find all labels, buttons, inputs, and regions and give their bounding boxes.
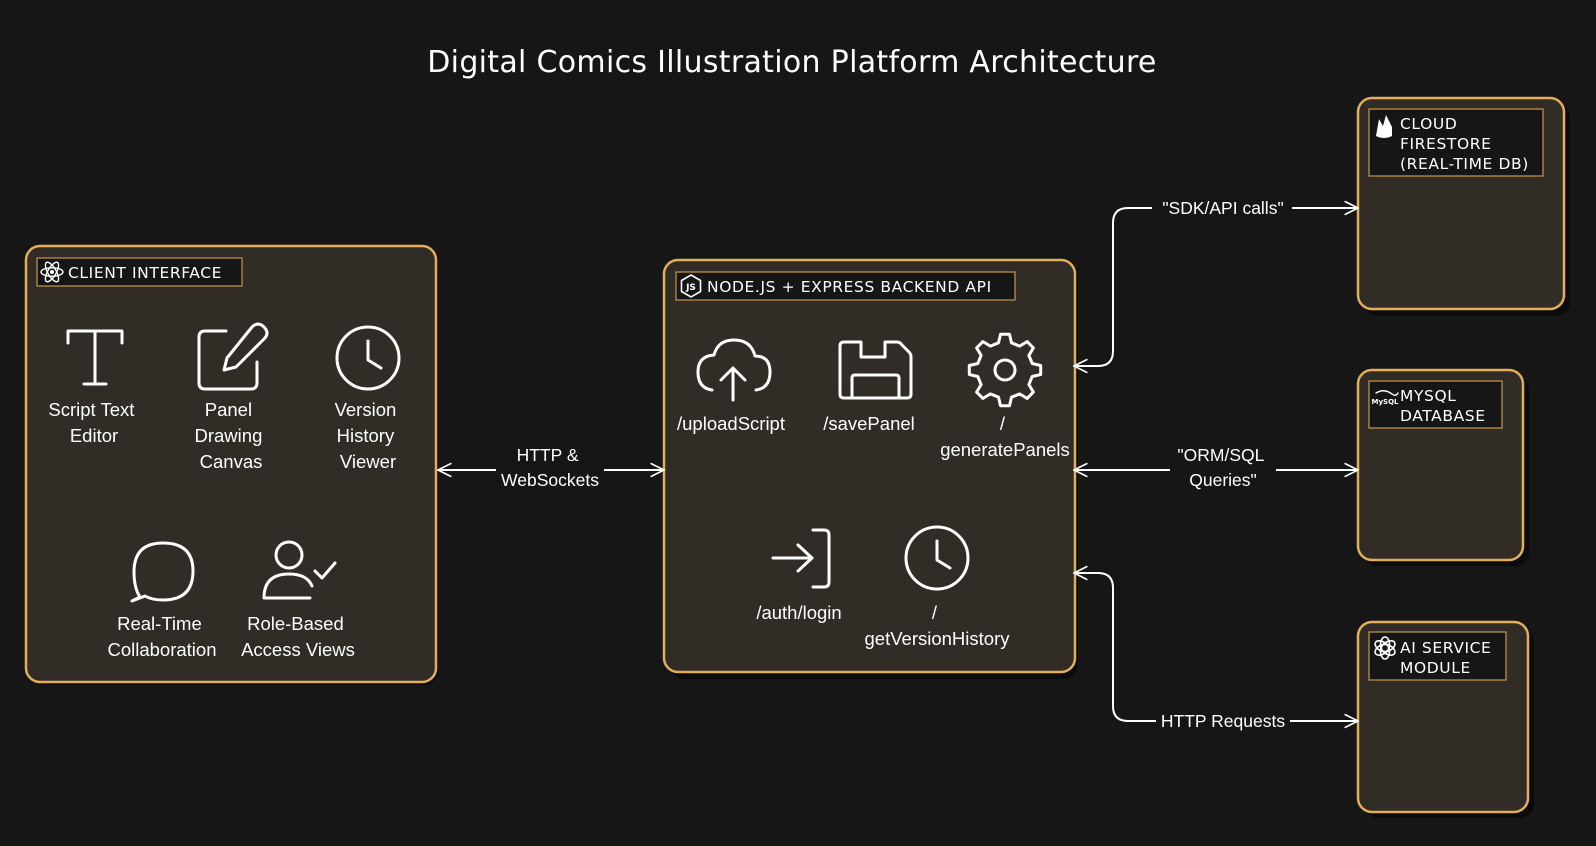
clock-icon [904, 525, 970, 591]
client-interface-box [24, 244, 438, 684]
pencil-square-icon [197, 322, 269, 391]
generate-panels-caption: / generatePanels [940, 413, 1070, 460]
login-arrow-icon [771, 528, 831, 589]
get-version-history-caption: / getVersionHistory [865, 602, 1011, 649]
edge-backend-mysql-label: "ORM/SQL Queries" [1177, 445, 1268, 490]
user-check-icon [262, 540, 337, 600]
save-panel-caption: /savePanel [823, 413, 915, 434]
backend-api-group: JS NODE.JS + EXPRESS BACKEND API /upload… [662, 258, 1078, 679]
svg-text:JS: JS [685, 283, 696, 293]
panel-drawing-canvas-node: Panel Drawing Canvas [195, 322, 269, 472]
edge-backend-ai-label: HTTP Requests [1161, 711, 1285, 731]
get-version-history-endpoint: / getVersionHistory [865, 525, 1011, 649]
mysql-database-label: MYSQL DATABASE [1400, 387, 1486, 425]
edge-backend-firestore: "SDK/API calls" [1073, 195, 1359, 374]
ai-service-group: AI SERVICE MODULE [1356, 620, 1534, 818]
script-text-editor-caption: Script Text Editor [48, 399, 139, 446]
version-history-viewer-node: Version History Viewer [335, 325, 402, 472]
gear-icon [967, 332, 1043, 408]
role-based-access-views-caption: Role-Based Access Views [241, 613, 355, 660]
mysql-dolphin-icon: MySQL [1372, 390, 1400, 406]
edge-backend-ai: HTTP Requests [1073, 565, 1359, 734]
edge-client-backend: HTTP & WebSockets [437, 440, 665, 494]
save-panel-endpoint: /savePanel [823, 340, 915, 434]
auth-login-endpoint: /auth/login [756, 528, 842, 623]
real-time-collaboration-node: Real-Time Collaboration [107, 541, 217, 660]
firebase-flame-icon [1376, 115, 1392, 138]
edge-client-backend-label: HTTP & WebSockets [501, 445, 599, 490]
backend-api-label: NODE.JS + EXPRESS BACKEND API [707, 278, 992, 296]
gear-hub [993, 358, 1017, 382]
upload-script-caption: /uploadScript [677, 413, 785, 434]
client-interface-label: CLIENT INTERFACE [68, 264, 222, 282]
diagram-title: Digital Comics Illustration Platform Arc… [427, 45, 1156, 80]
gear-outline [967, 332, 1043, 408]
generate-panels-endpoint: / generatePanels [940, 332, 1070, 460]
cloud-upload-icon [696, 338, 772, 402]
nodejs-hex-icon: JS [680, 274, 702, 298]
svg-text:MySQL: MySQL [1372, 398, 1400, 406]
version-history-viewer-caption: Version History Viewer [335, 399, 402, 472]
react-atom-icon [40, 261, 64, 283]
script-text-editor-node: Script Text Editor [48, 329, 139, 446]
ai-service-label: AI SERVICE MODULE [1400, 639, 1497, 677]
edge-backend-firestore-label: "SDK/API calls" [1162, 198, 1283, 218]
floppy-disk-icon [838, 340, 913, 400]
auth-login-caption: /auth/login [756, 602, 841, 623]
role-based-access-views-node: Role-Based Access Views [241, 540, 355, 660]
openai-knot-icon [1374, 636, 1396, 660]
real-time-collaboration-caption: Real-Time Collaboration [107, 613, 216, 660]
client-interface-group: CLIENT INTERFACE Script Text Editor Pane… [24, 244, 438, 685]
mysql-database-group: MySQL MYSQL DATABASE [1356, 368, 1529, 566]
cloud-firestore-group: CLOUD FIRESTORE (REAL-TIME DB) [1356, 96, 1570, 316]
text-t-icon [66, 329, 124, 386]
cloud-firestore-label: CLOUD FIRESTORE (REAL-TIME DB) [1400, 115, 1529, 173]
upload-script-endpoint: /uploadScript [677, 338, 785, 434]
panel-drawing-canvas-caption: Panel Drawing Canvas [195, 399, 268, 472]
edge-backend-mysql: "ORM/SQL Queries" [1073, 440, 1359, 494]
clock-icon [335, 325, 401, 391]
backend-api-box [662, 258, 1077, 674]
chat-bubble-icon [130, 541, 195, 603]
